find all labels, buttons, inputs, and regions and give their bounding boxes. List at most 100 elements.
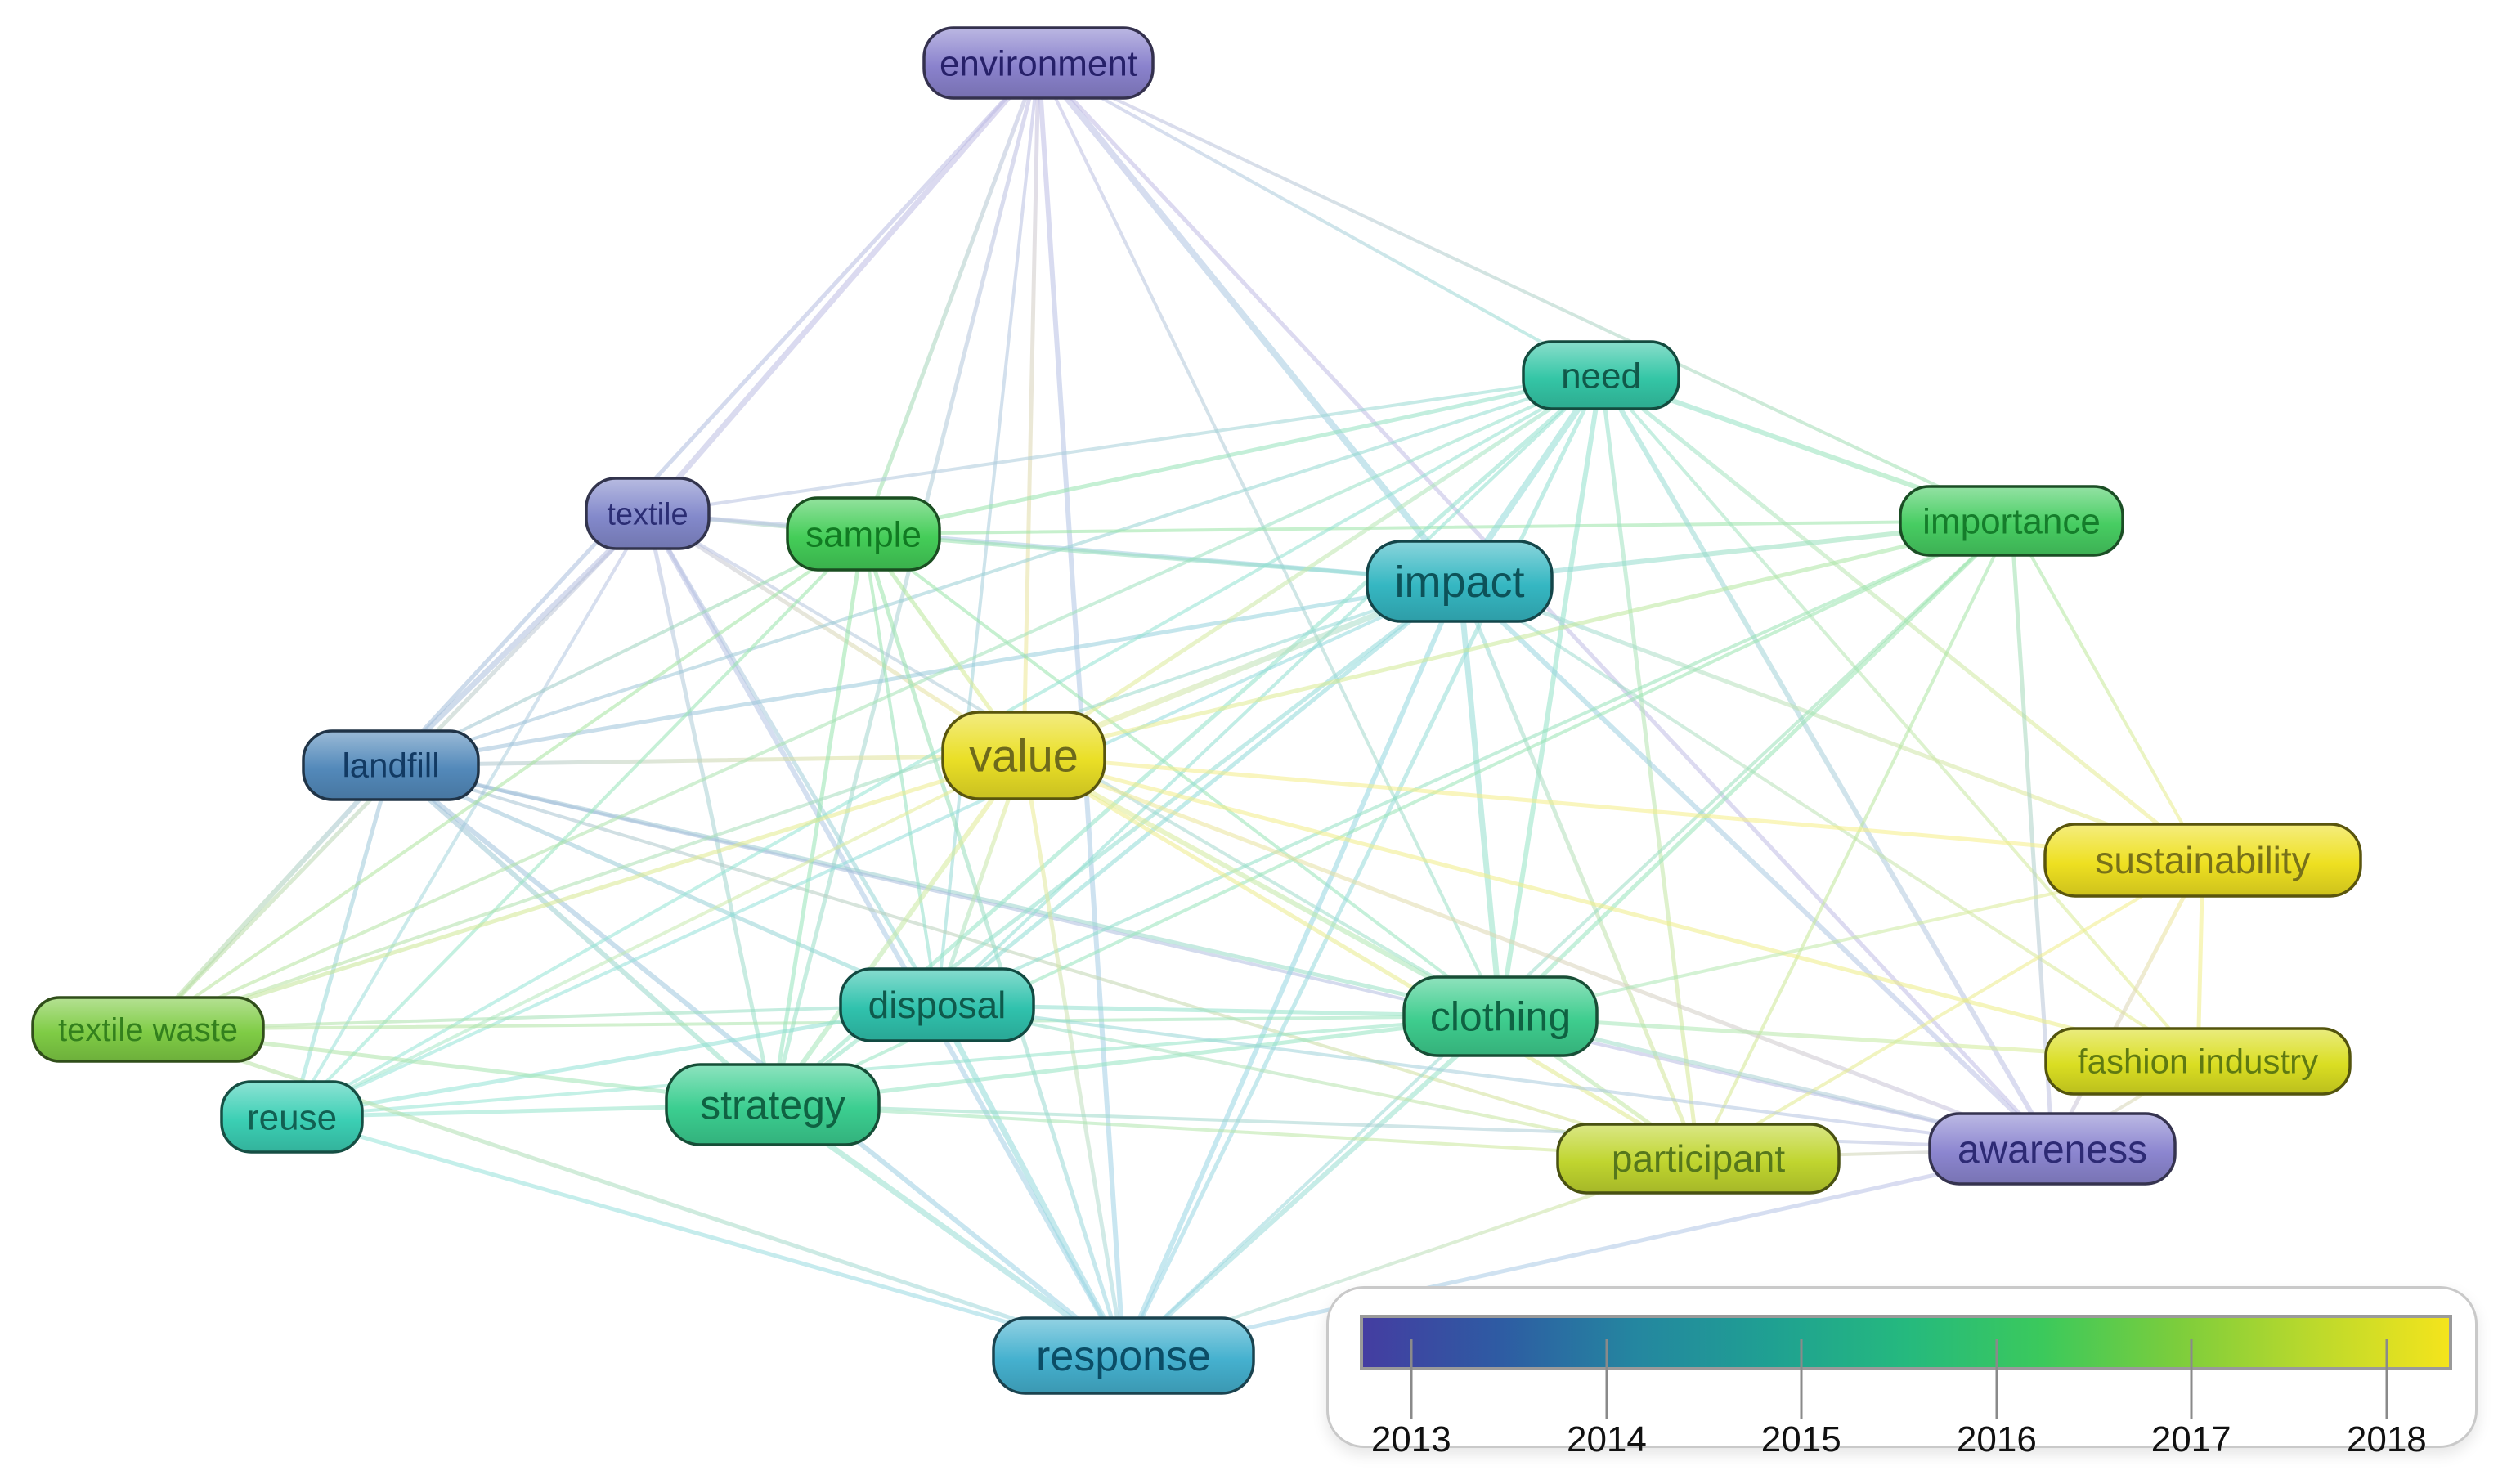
edge-line [289, 1114, 1126, 1358]
edge-line [1697, 859, 2204, 1160]
node-box[interactable] [839, 967, 1035, 1042]
edge-line [935, 374, 1603, 1007]
legend-tick [1410, 1339, 1413, 1419]
node-box[interactable] [1928, 1112, 2177, 1186]
legend-ticks: 2013 2014 2015 2016 2017 2018 [1360, 1315, 2452, 1459]
edge-line [861, 531, 1462, 584]
node-box[interactable] [31, 996, 265, 1063]
node-sustainability[interactable]: sustainability [2043, 823, 2362, 898]
edge-line [861, 61, 1041, 536]
node-box[interactable] [1366, 540, 1554, 623]
edge-line [1457, 579, 1701, 1161]
node-awareness[interactable]: awareness [1928, 1112, 2177, 1186]
node-clothing[interactable]: clothing [1402, 975, 1599, 1057]
node-box[interactable] [665, 1063, 881, 1146]
edge-line [861, 531, 1126, 1358]
node-box[interactable] [2044, 1027, 2352, 1096]
edge-line [388, 763, 775, 1107]
edge-line [290, 1015, 1502, 1119]
node-box[interactable] [1522, 340, 1680, 410]
edge-line [1037, 61, 1502, 1018]
node-reuse[interactable]: reuse [220, 1080, 364, 1154]
edge-line [290, 512, 649, 1119]
node-box[interactable] [1402, 975, 1599, 1057]
node-environment[interactable]: environment [922, 26, 1155, 100]
node-box[interactable] [302, 729, 480, 801]
node-box[interactable] [585, 477, 711, 550]
node-box[interactable] [1556, 1123, 1841, 1195]
node-box[interactable] [220, 1080, 364, 1154]
node-fashion-industry[interactable]: fashion industry [2044, 1027, 2352, 1096]
edge-line [2009, 518, 2055, 1151]
edge-line [290, 532, 865, 1119]
node-strategy[interactable]: strategy [665, 1063, 881, 1146]
edge-line [1121, 1014, 1503, 1358]
edge-line [146, 753, 1026, 1032]
node-impact[interactable]: impact [1366, 540, 1554, 623]
edge-line [1121, 1146, 2055, 1358]
edge-line [388, 579, 1462, 768]
edge-line [1021, 753, 1701, 1161]
edge-line [1457, 579, 2205, 863]
node-value[interactable]: value [941, 711, 1106, 800]
edge-line [645, 511, 775, 1107]
edge-line [1021, 61, 1041, 758]
legend-year-label: 2016 [1956, 1419, 2037, 1459]
edge-line [1035, 60, 1463, 585]
node-textile[interactable]: textile [585, 477, 711, 550]
edge-line [861, 373, 1603, 536]
edge-line [934, 1002, 1127, 1359]
edge-line [1037, 61, 2013, 522]
edge-line [146, 763, 393, 1032]
edge-line [388, 753, 1026, 768]
edge-line [2010, 519, 2204, 862]
edge-line [290, 754, 1025, 1119]
legend-tick [2385, 1339, 2388, 1419]
legend: 2013 2014 2015 2016 2017 2018 [1326, 1286, 2478, 1459]
node-need[interactable]: need [1522, 340, 1680, 410]
node-textile-waste[interactable]: textile waste [31, 996, 265, 1063]
edge-line [770, 753, 1026, 1107]
edge-line [1121, 373, 1603, 1358]
edge-line [388, 61, 1041, 768]
edge-line [146, 374, 1603, 1031]
edge-line [1458, 580, 2200, 1063]
edge-line [862, 519, 2013, 536]
edge-line [289, 1002, 940, 1119]
edge-line [1021, 753, 1126, 1358]
edge-line [1599, 373, 2055, 1151]
edge-line [645, 511, 1126, 1358]
edge-line [1021, 373, 1603, 758]
edge-line [935, 579, 1462, 1007]
edge-line [769, 1101, 1127, 1359]
node-box[interactable] [2043, 823, 2362, 898]
edge-line [389, 764, 1700, 1160]
edge-line [1456, 578, 1504, 1020]
edge-line [770, 1014, 1503, 1107]
edge-line [146, 580, 1461, 1031]
edge-line [389, 374, 1603, 767]
node-response[interactable]: response [992, 1316, 1255, 1395]
node-box[interactable] [922, 26, 1155, 100]
edge-line [771, 1103, 2054, 1150]
node-disposal[interactable]: disposal [839, 967, 1035, 1042]
node-box[interactable] [1899, 485, 2124, 557]
node-box[interactable] [992, 1316, 1255, 1395]
node-sample[interactable]: sample [786, 496, 941, 572]
edge-line [1021, 753, 2055, 1151]
node-participant[interactable]: participant [1556, 1123, 1841, 1195]
edge-line [862, 532, 939, 1007]
node-box[interactable] [941, 711, 1106, 800]
edge-line [1021, 518, 2014, 758]
edge-line [1021, 753, 1503, 1019]
node-importance[interactable]: importance [1899, 485, 2124, 557]
edge-line [1021, 753, 2205, 863]
edge-line [1697, 519, 2013, 1160]
edge-line [771, 1103, 1700, 1160]
edge-line [389, 532, 865, 767]
node-landfill[interactable]: landfill [302, 729, 480, 801]
node-box[interactable] [786, 496, 941, 572]
legend-year-label: 2015 [1760, 1419, 1841, 1459]
